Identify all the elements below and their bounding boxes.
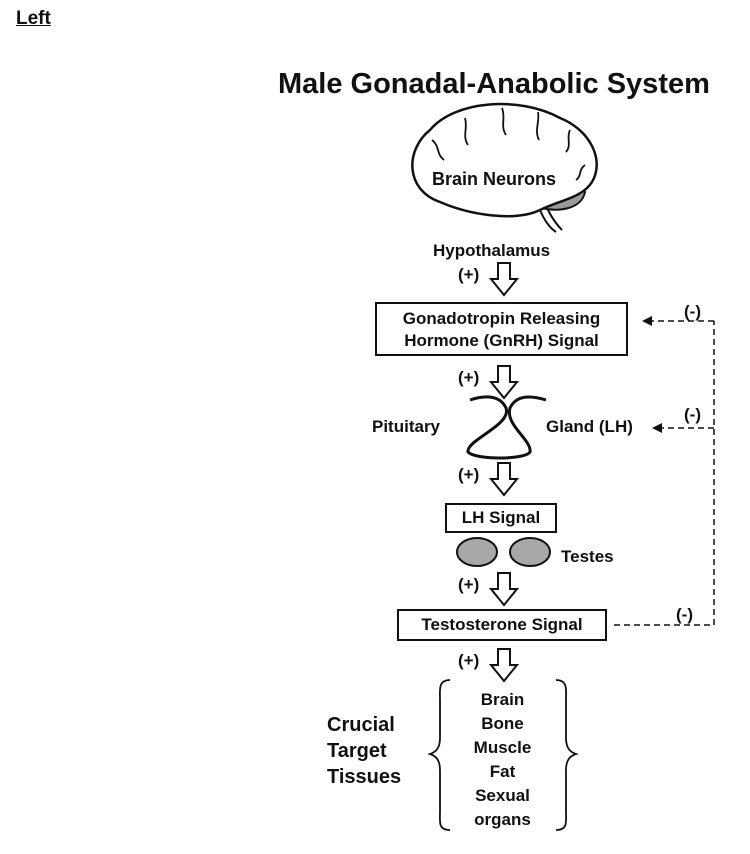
- crucial-target-tissues-label: Crucial Target Tissues: [327, 712, 401, 790]
- gnrh-signal-box: Gonadotropin Releasing Hormone (GnRH) Si…: [375, 302, 628, 356]
- tissue-item: organs: [474, 810, 531, 829]
- right-brace: [555, 679, 579, 831]
- crucial-line-3: Tissues: [327, 766, 402, 788]
- left-testis-icon: [456, 537, 498, 567]
- brain-icon: [411, 102, 598, 233]
- minus-sign-gnrh: (-): [684, 302, 701, 321]
- tissue-item: Brain: [480, 690, 525, 709]
- corner-label: Left: [16, 8, 51, 29]
- feedback-arrowhead-pituitary: [652, 423, 662, 433]
- minus-sign-testosterone: (-): [676, 605, 693, 624]
- plus-sign-2: (+): [458, 368, 480, 387]
- left-brace: [427, 679, 451, 831]
- right-testis-icon: [509, 537, 551, 567]
- tissue-item: Fat: [489, 762, 516, 781]
- down-arrow-1: [488, 262, 520, 297]
- feedback-arrowhead-gnrh: [642, 316, 652, 326]
- testosterone-signal-box: Testosterone Signal: [397, 609, 607, 641]
- down-arrow-3: [488, 462, 520, 497]
- tissue-item: Bone: [481, 714, 524, 733]
- diagram-title: Male Gonadal-Anabolic System: [278, 68, 710, 100]
- tissue-item: Muscle: [473, 738, 532, 757]
- gland-lh-label: Gland (LH): [546, 417, 633, 436]
- down-arrow-5: [488, 648, 520, 683]
- brain-neurons-label: Brain Neurons: [432, 169, 557, 189]
- down-arrow-4: [488, 572, 520, 607]
- crucial-line-1: Crucial: [327, 714, 395, 736]
- plus-sign-5: (+): [458, 651, 480, 670]
- gnrh-line-1: Gonadotropin Releasing: [402, 309, 601, 328]
- pituitary-gland-shape: [466, 395, 547, 460]
- plus-sign-1: (+): [458, 265, 480, 284]
- hypothalamus-label: Hypothalamus: [433, 241, 551, 260]
- tissue-item: Sexual: [475, 786, 530, 805]
- crucial-line-2: Target: [327, 740, 387, 762]
- plus-sign-4: (+): [458, 575, 480, 594]
- plus-sign-3: (+): [458, 465, 480, 484]
- lh-signal-box: LH Signal: [445, 503, 557, 533]
- target-tissues-list: Brain Bone Muscle Fat Sexual organs: [440, 688, 565, 832]
- minus-sign-pituitary: (-): [684, 405, 701, 424]
- gnrh-line-2: Hormone (GnRH) Signal: [404, 331, 599, 350]
- negative-feedback-loop: [614, 320, 715, 626]
- down-arrow-2: [488, 365, 520, 400]
- pituitary-label: Pituitary: [372, 417, 441, 436]
- testes-label: Testes: [561, 547, 614, 566]
